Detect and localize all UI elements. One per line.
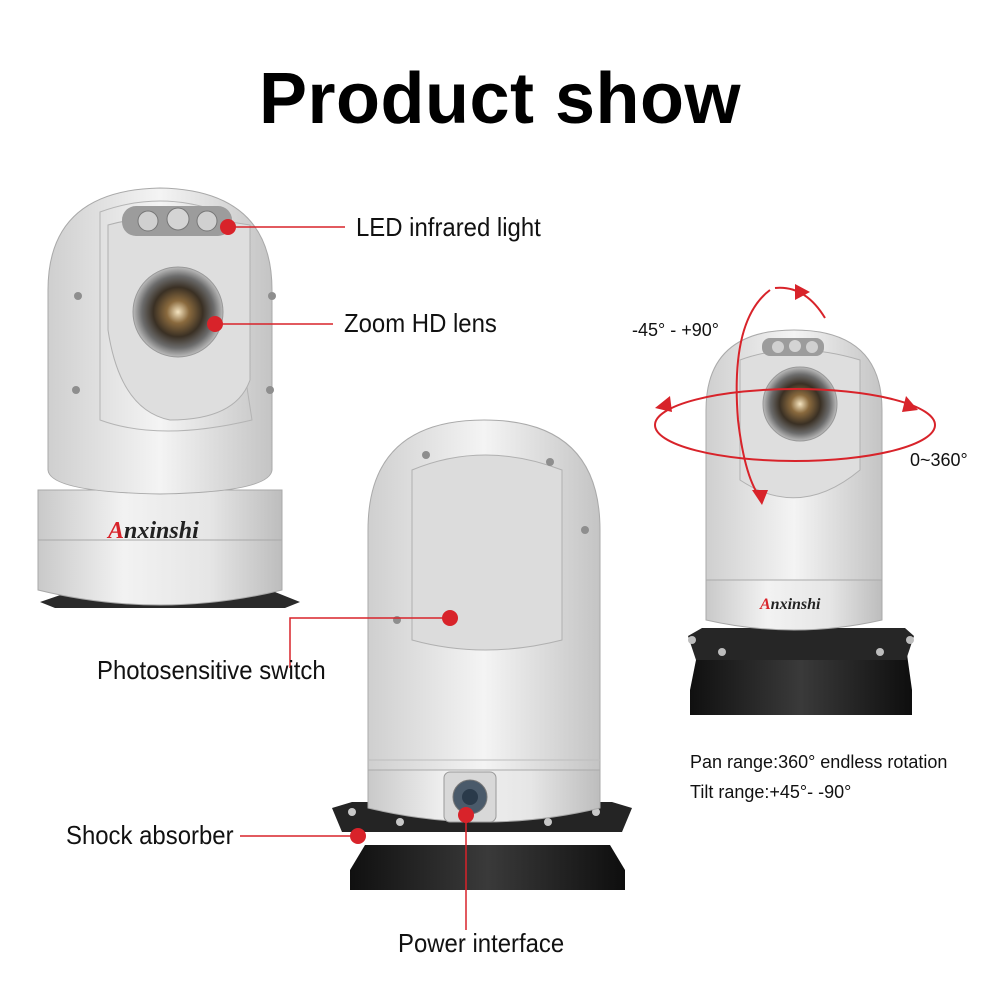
camera-front-base (37, 539, 283, 606)
camera-rotation-view (688, 329, 914, 715)
label-zoom-lens: Zoom HD lens (344, 308, 497, 338)
callout-dot-led (220, 219, 236, 235)
callout-dot-lens (207, 316, 223, 332)
callout-dot-power (458, 807, 474, 823)
callout-lines (215, 226, 467, 930)
brand-logo-front: Anxinshi (108, 518, 199, 544)
pan-range-text: Pan range:360° endless rotation (690, 752, 948, 772)
tilt-range-text: Tilt range:+45°- -90° (690, 782, 852, 802)
callout-dot-photo (442, 610, 458, 626)
pan-angle-label: 0~360° (910, 450, 968, 470)
camera-front-yoke-line (99, 200, 253, 432)
label-shock-absorber: Shock absorber (66, 820, 234, 850)
camera-front-view (37, 187, 300, 608)
pan-rotation-arrow (654, 388, 936, 462)
page-title: Product show (258, 59, 741, 139)
camera-rear-view (332, 419, 632, 890)
tilt-rotation-arrow (735, 289, 771, 501)
rotation-cam-lens (762, 366, 838, 442)
zoom-lens (132, 266, 224, 358)
tilt-angle-label: -45° - +90° (632, 320, 719, 340)
camera-front-collar (37, 489, 283, 547)
callout-dots (207, 219, 474, 844)
label-power-interface: Power interface (398, 928, 565, 958)
label-led-infrared: LED infrared light (356, 212, 541, 242)
label-photosensitive-switch: Photosensitive switch (97, 655, 326, 685)
camera-rear-head (411, 454, 563, 651)
brand-logo-rotation: Anxinshi (760, 596, 821, 613)
shock-absorber-base (350, 845, 625, 890)
callout-dot-shock (350, 828, 366, 844)
